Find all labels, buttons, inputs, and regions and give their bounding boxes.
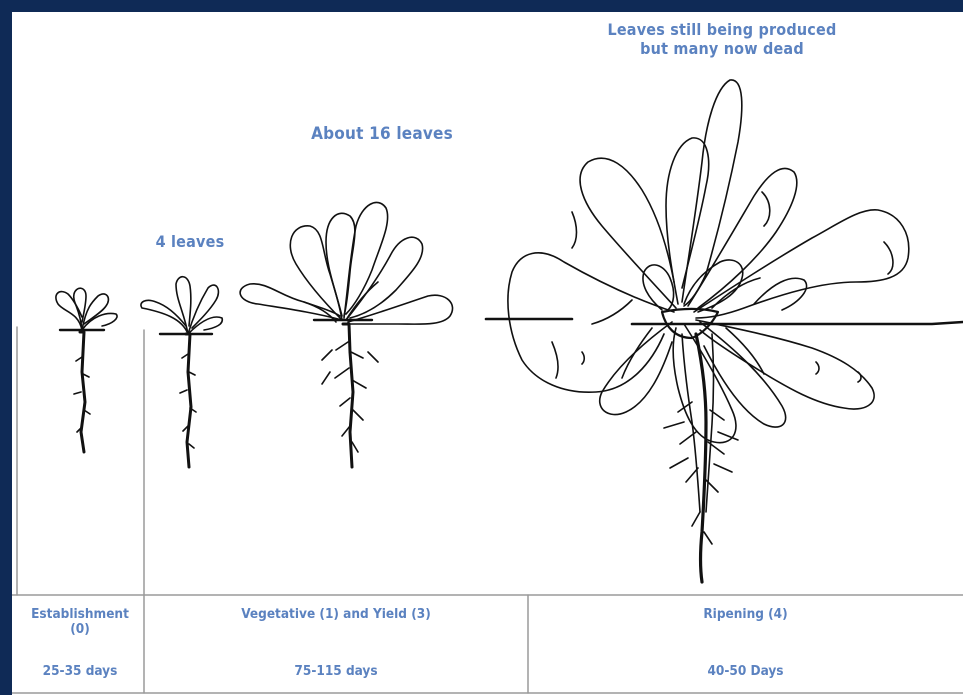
plant-establishment <box>56 288 117 452</box>
stage-establishment-duration: 25-35 days <box>16 664 144 679</box>
plant-growth-drawing <box>12 12 963 695</box>
stage-ripening-name: Ripening (4) <box>528 607 963 622</box>
stage-establishment-name-line-1: Establishment <box>16 607 144 622</box>
stage-ripening-duration: 40-50 Days <box>528 664 963 679</box>
plant-mature <box>486 80 963 582</box>
plant-seedling <box>141 277 222 467</box>
stage-establishment-name: Establishment (0) <box>16 607 144 637</box>
illustration-panel: 4 leaves About 16 leaves Leaves still be… <box>12 12 963 695</box>
stage-vegetative-duration: 75-115 days <box>144 664 528 679</box>
stage-vegetative-name: Vegetative (1) and Yield (3) <box>144 607 528 622</box>
stage-establishment-name-line-2: (0) <box>16 622 144 637</box>
plant-vegetative <box>240 202 452 467</box>
